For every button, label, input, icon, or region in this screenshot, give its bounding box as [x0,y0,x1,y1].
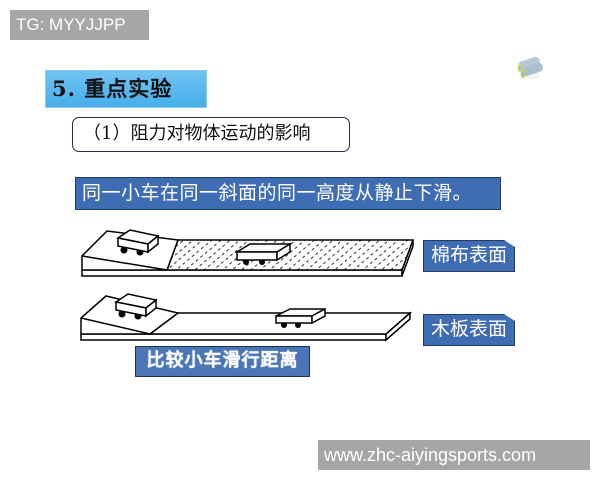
section-title: 5. 重点实验 [45,70,207,108]
cart-icon [114,293,158,320]
binoculars-icon [512,55,548,81]
cloth-surface-label: 棉布表面 [423,240,515,272]
cart-icon [275,307,326,328]
subtitle-box: （1）阻力对物体运动的影响 [72,117,350,152]
cart-icon [234,242,293,265]
cloth-track [81,229,415,277]
compare-distance-label: 比较小车滑行距离 [135,346,310,377]
wood-track [80,293,412,342]
watermark-url: www.zhc-aiyingsports.com [318,440,590,470]
instruction-banner: 同一小车在同一斜面的同一高度从静止下滑。 [75,177,501,210]
cart-icon [116,229,160,256]
wood-surface-label: 木板表面 [423,314,515,346]
tg-badge: TG: MYYJJPP [10,10,149,40]
